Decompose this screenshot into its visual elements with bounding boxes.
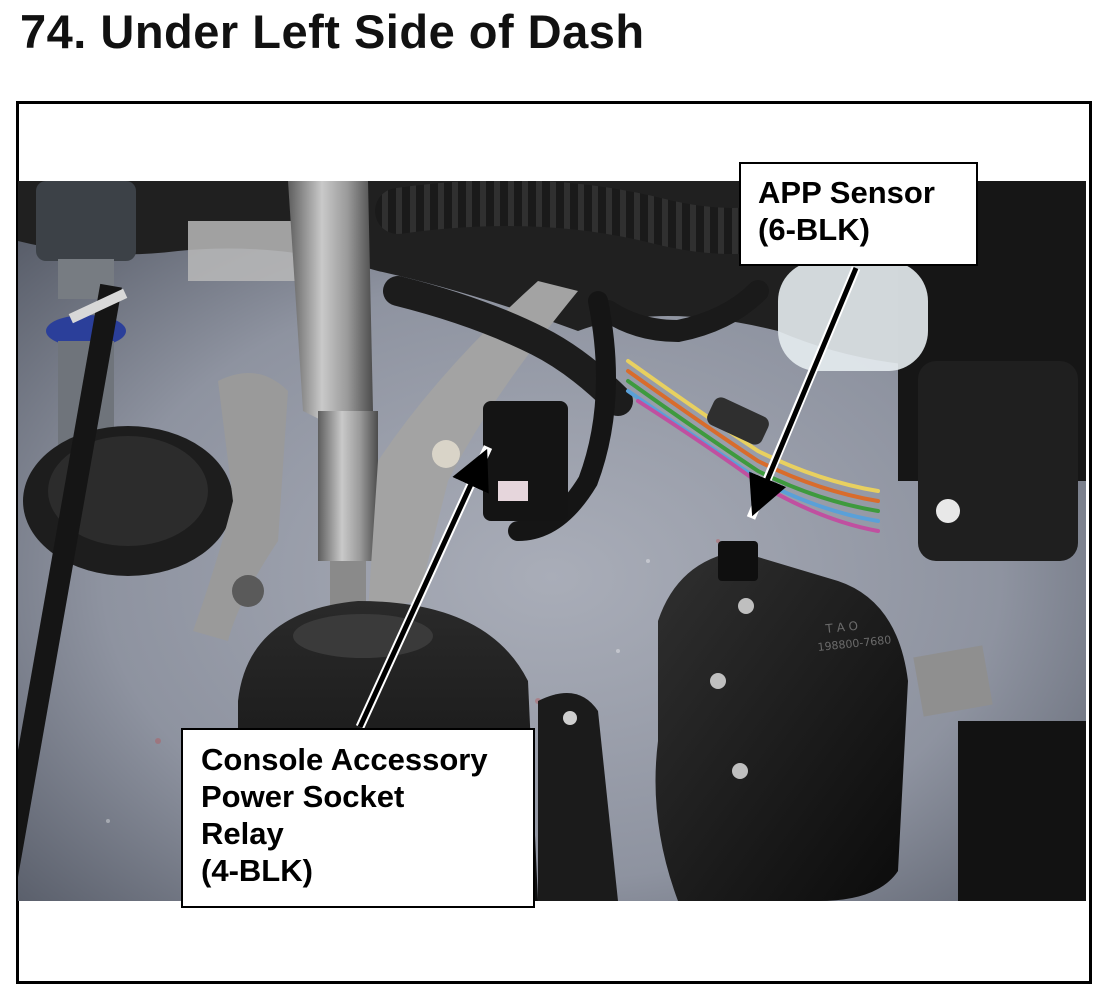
relay-connector — [483, 401, 568, 521]
left-bracket — [193, 373, 288, 641]
actuator-pin — [936, 499, 960, 523]
app-sensor-label: APP Sensor — [758, 175, 935, 210]
relay-label-line3: Relay — [201, 816, 284, 851]
relay-label-line2: Power Socket — [201, 779, 405, 814]
dash-photo: T A O 198800-7680 — [18, 181, 1086, 901]
relay-callout: Console Accessory Power Socket Relay (4-… — [181, 728, 535, 908]
left-bolt-stack — [36, 181, 136, 261]
app-screw-2 — [738, 598, 754, 614]
app-sensor-connector-spec: (6-BLK) — [758, 212, 870, 247]
left-ruler — [18, 283, 122, 899]
harness-loom-mid — [383, 276, 633, 416]
white-reservoir — [778, 261, 928, 371]
relay-label-line1: Console Accessory — [201, 742, 488, 777]
harness-loom-right — [597, 280, 769, 343]
metal-shaft — [288, 181, 373, 421]
app-sensor-connector — [718, 541, 758, 581]
right-lower-panel — [958, 721, 1086, 901]
harness-loom-down — [508, 291, 616, 541]
app-sensor-callout: APP Sensor (6-BLK) — [739, 162, 978, 266]
relay-tab — [498, 481, 528, 501]
boot-collar — [293, 614, 433, 658]
left-metal-strip — [68, 288, 128, 324]
bracket-bolt — [232, 575, 264, 607]
right-actuator — [918, 361, 1078, 561]
shaft-joint — [318, 411, 378, 561]
floor-clip — [538, 693, 618, 901]
relay-clip — [432, 440, 460, 468]
page-title: 74. Under Left Side of Dash — [20, 5, 645, 58]
app-screw-3 — [732, 763, 748, 779]
relay-connector-spec: (4-BLK) — [201, 853, 313, 888]
floor-clip-screw — [563, 711, 577, 725]
right-lower-bracket — [913, 645, 993, 717]
part-tag-1: T A O — [824, 619, 859, 636]
app-screw-1 — [710, 673, 726, 689]
app-sensor-module — [655, 551, 908, 901]
